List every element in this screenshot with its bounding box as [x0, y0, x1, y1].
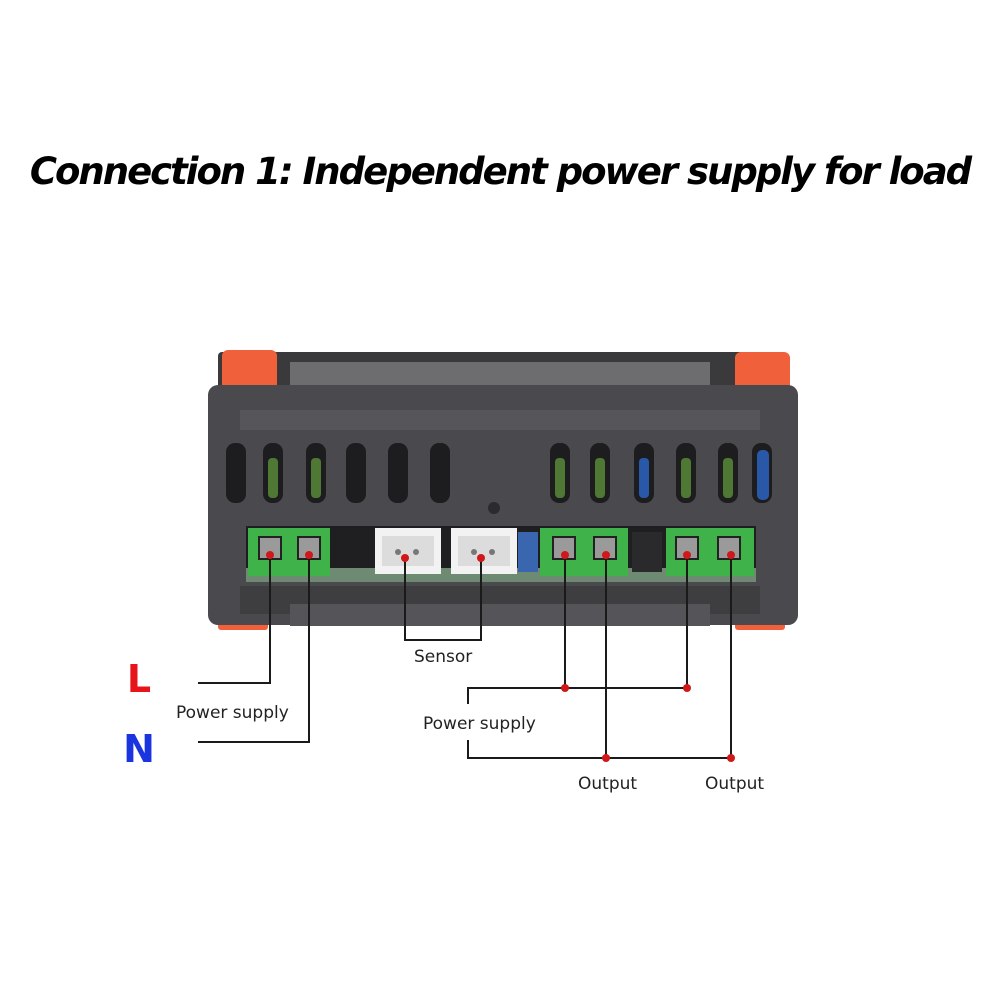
- page-title: Connection 1: Independent power supply f…: [29, 150, 972, 193]
- wire-sensor: [404, 558, 482, 641]
- vent-blue-glimpse: [639, 450, 769, 500]
- output-terminal-block-1: [540, 528, 628, 576]
- output-terminal-block-2: [666, 528, 754, 576]
- power-terminal-block: [248, 528, 330, 576]
- label-output-1: Output: [578, 774, 637, 794]
- pcb-edge: [246, 568, 756, 582]
- wire-power-supply-bottom: [467, 740, 731, 759]
- junction-dots: [266, 551, 735, 762]
- screw-hole: [488, 502, 500, 514]
- wire-power-supply-top: [467, 687, 687, 704]
- thermostat-device: [208, 350, 798, 630]
- label-sensor: Sensor: [414, 647, 472, 667]
- mounting-clip-right: [735, 352, 790, 392]
- mounting-clip-left: [222, 350, 277, 390]
- housing-rim: [240, 410, 760, 430]
- blue-capacitor: [518, 532, 538, 572]
- label-output-2: Output: [705, 774, 764, 794]
- vent-pcb-glimpse: [268, 458, 733, 498]
- sensor-sockets: [375, 528, 538, 574]
- wire-N: [198, 555, 310, 743]
- label-power-supply-right: Power supply: [423, 714, 536, 734]
- label-N: N: [123, 727, 155, 771]
- label-power-supply-left: Power supply: [176, 703, 289, 723]
- label-L: L: [127, 657, 151, 701]
- wire-L: [198, 555, 271, 684]
- wiring: [198, 555, 732, 759]
- housing-bottom-lip: [290, 604, 710, 626]
